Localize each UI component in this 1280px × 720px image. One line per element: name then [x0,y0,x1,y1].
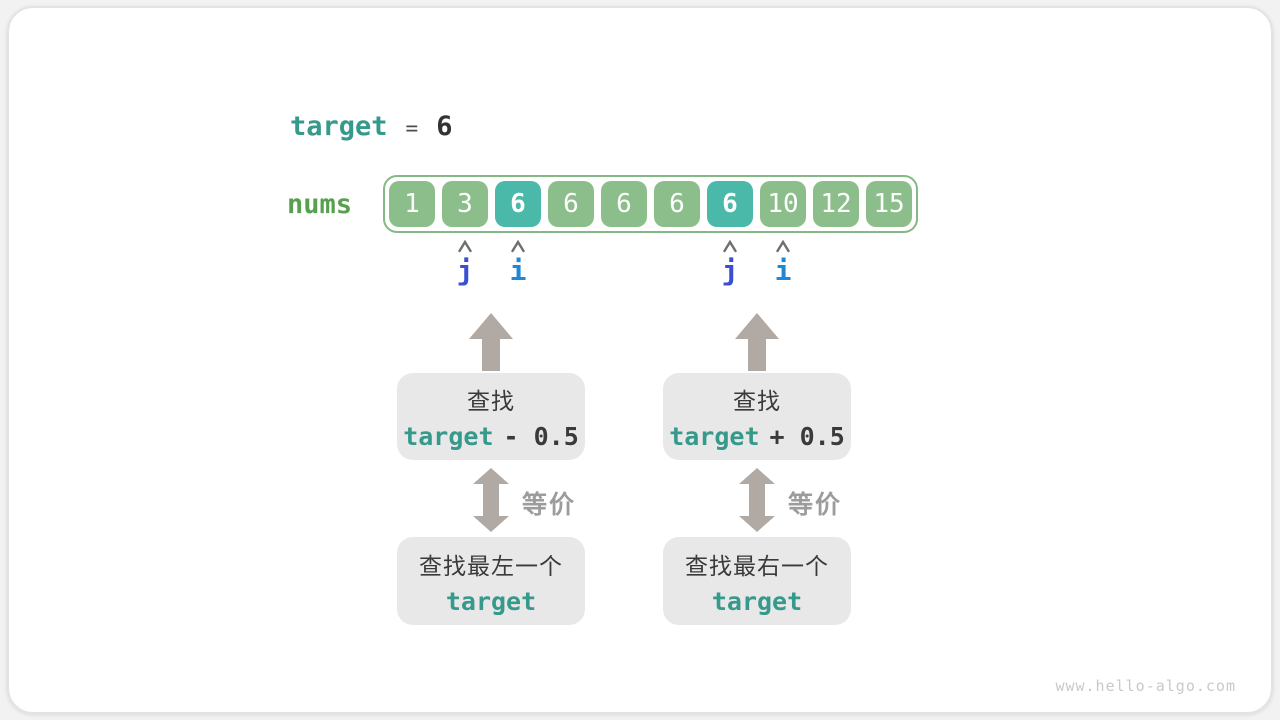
arrow-up-icon [735,313,779,371]
arrow-double-vertical-icon [739,468,775,532]
array-cell: 15 [866,181,912,227]
array-cell: 6 [495,181,541,227]
search-right-offset-box: 查找 target + 0.5 [663,373,851,460]
search-expression: target - 0.5 [403,422,579,451]
caret-up-icon [776,240,790,253]
array-cell: 6 [548,181,594,227]
pointer-j-right: j [710,240,750,286]
nums-label: nums [287,189,353,220]
diagram-card [7,6,1273,714]
pointer-label: j [721,254,739,287]
watermark: www.hello-algo.com [1055,677,1236,695]
search-label: 查找 [733,389,781,415]
search-label: 查找 [467,389,515,415]
code-operator: - 0.5 [503,422,579,451]
pointer-i-right: i [763,240,803,286]
arrow-up-icon [469,313,513,371]
code-target: target [403,422,494,451]
equivalence-label: 等价 [522,490,577,519]
search-expression: target + 0.5 [669,422,845,451]
pointer-label: j [456,254,474,287]
array-cell: 12 [813,181,859,227]
equivalence-label: 等价 [788,490,843,519]
array-cell: 6 [707,181,753,227]
target-keyword: target [290,111,388,142]
arrow-double-vertical-icon [473,468,509,532]
code-target: target [669,422,760,451]
code-target: target [711,586,803,616]
array-cell: 1 [389,181,435,227]
caret-up-icon [458,240,472,253]
pointer-i-left: i [498,240,538,286]
code-operator: + 0.5 [769,422,845,451]
target-equation: target = 6 [290,112,452,143]
equals-sign: = [405,116,419,140]
pointer-j-left: j [445,240,485,286]
code-target: target [445,586,537,616]
array-cell: 6 [654,181,700,227]
pointer-label: i [509,254,527,287]
caret-up-icon [723,240,737,253]
array-cell: 6 [601,181,647,227]
array-cell: 3 [442,181,488,227]
array-cell: 10 [760,181,806,227]
nums-array: 1 3 6 6 6 6 6 10 12 15 [383,175,918,233]
search-target-code: target [446,587,536,616]
search-leftmost-label: 查找最左一个 [419,553,563,580]
target-value: 6 [436,111,453,142]
search-rightmost-box: 查找最右一个 target [663,537,851,625]
caret-up-icon [511,240,525,253]
search-rightmost-label: 查找最右一个 [685,553,829,580]
search-leftmost-box: 查找最左一个 target [397,537,585,625]
pointer-label: i [774,254,792,287]
search-left-offset-box: 查找 target - 0.5 [397,373,585,460]
search-target-code: target [712,587,802,616]
